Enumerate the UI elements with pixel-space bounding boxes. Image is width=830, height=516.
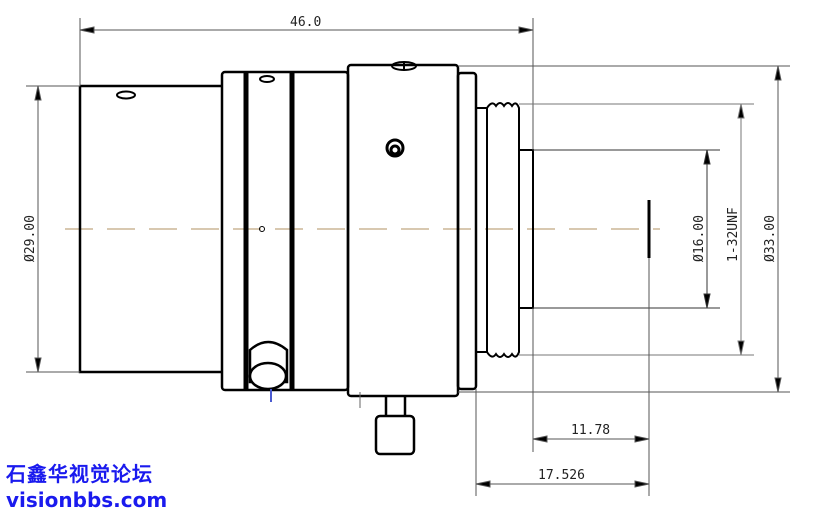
set-screw-hole-icon [116, 90, 136, 100]
dim-flange-back-label: 17.526 [538, 468, 585, 483]
dim-overall-length-label: 46.0 [290, 15, 321, 30]
dim-flange-back [475, 389, 650, 496]
dim-flange-to-image-label: 11.78 [571, 423, 610, 438]
side-screw-icon [385, 138, 405, 158]
dim-mount-inner-diameter [533, 149, 720, 309]
dim-rear-diameter-label: Ø29.00 [23, 215, 38, 262]
dim-mount-thread-label: 1-32UNF [726, 207, 741, 262]
dim-rear-diameter [26, 85, 80, 373]
locking-knob-icon [248, 340, 289, 391]
dim-front-diameter [458, 65, 790, 393]
top-screw-icon [391, 61, 417, 71]
dim-mount-thread [519, 103, 754, 356]
dim-front-diameter-label: Ø33.00 [763, 215, 778, 262]
bottom-screw-knob-icon [374, 396, 416, 456]
dim-overall-length [79, 18, 534, 150]
watermark-url: visionbbs.com [6, 488, 168, 512]
front-body [346, 63, 478, 398]
mount-thread [476, 102, 534, 358]
dim-mount-inner-diameter-label: Ø16.00 [692, 215, 707, 262]
ring-hole-icon [259, 75, 275, 83]
dim-flange-to-image [532, 258, 650, 496]
center-point-icon [259, 226, 265, 232]
focus-ring [220, 70, 350, 392]
watermark-name: 石鑫华视觉论坛 [6, 462, 153, 486]
